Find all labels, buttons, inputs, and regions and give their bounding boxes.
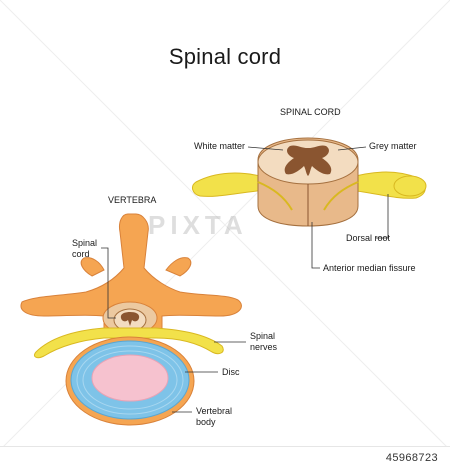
label-spinal-nerves-line2: nerves bbox=[250, 342, 278, 352]
image-id: 45968723 bbox=[385, 452, 438, 464]
spinal-cord-leaders bbox=[247, 146, 389, 269]
spinal-cord-heading: SPINAL CORD bbox=[280, 107, 341, 117]
root-fibres-right bbox=[323, 181, 359, 211]
disc-nucleus bbox=[91, 354, 169, 402]
spinal-nerve-band bbox=[33, 327, 224, 359]
label-vertebral-body-line1: Vertebral bbox=[196, 406, 233, 416]
disc-ring-1 bbox=[76, 345, 184, 415]
label-vertebral-body-line2: body bbox=[196, 417, 216, 427]
footer-bar: 45968723 bbox=[0, 446, 450, 469]
upper-process-right bbox=[165, 257, 192, 277]
label-dorsal-root: Dorsal root bbox=[346, 233, 391, 243]
label-spinal-cord-line2: cord bbox=[72, 249, 90, 259]
spinal-cord-section bbox=[192, 137, 427, 227]
root-fibres-left bbox=[257, 181, 293, 211]
label-spinal-cord-line1: Spinal bbox=[72, 238, 98, 248]
label-spinal-nerves-line1: Spinal bbox=[250, 331, 276, 341]
label-disc: Disc bbox=[222, 367, 240, 377]
watermark-text: PIXTA bbox=[148, 210, 248, 240]
vertebra-heading: VERTEBRA bbox=[108, 195, 157, 205]
disc-ring-2 bbox=[82, 350, 178, 410]
vertebra-leaders bbox=[101, 247, 246, 413]
label-white-matter: White matter bbox=[194, 141, 246, 151]
vertebra-grey-matter bbox=[120, 312, 140, 326]
page-title: Spinal cord bbox=[168, 44, 282, 69]
label-grey-matter: Grey matter bbox=[369, 141, 417, 151]
dorsal-ganglion-right bbox=[393, 175, 427, 197]
grey-matter-shape bbox=[284, 145, 332, 176]
vertebra-section bbox=[20, 213, 242, 426]
dorsal-root-left bbox=[192, 172, 269, 197]
label-anterior-median-fissure: Anterior median fissure bbox=[323, 263, 416, 273]
upper-process-left bbox=[80, 257, 105, 277]
